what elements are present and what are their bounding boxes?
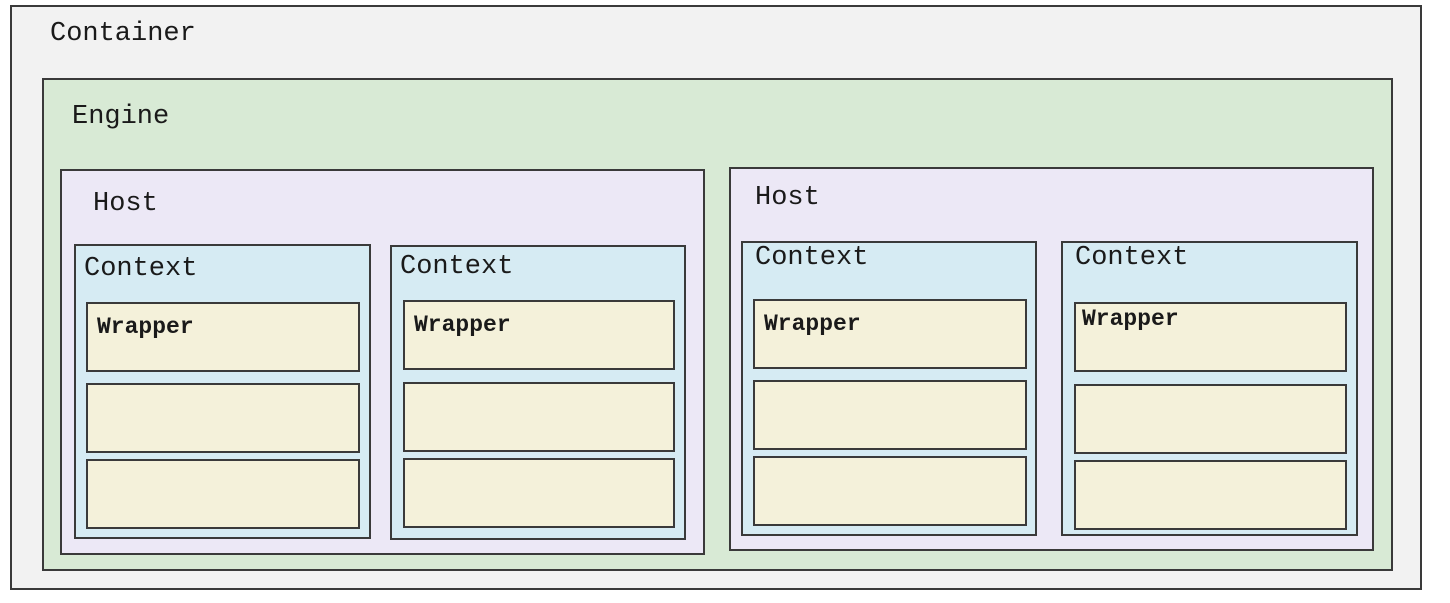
engine-box: Engine Host Context Wrapper Context Wrap… [42, 78, 1393, 571]
wrapper-box-2-1-3 [753, 456, 1027, 526]
wrapper-box-1-1-3 [86, 459, 360, 529]
wrapper-box-1-2-2 [403, 382, 675, 452]
wrapper-label-2-1-1: Wrapper [764, 311, 861, 337]
context-box-2-1: Context Wrapper [741, 241, 1037, 536]
host-label-2: Host [755, 183, 820, 213]
context-label-1-2: Context [400, 252, 514, 282]
wrapper-box-2-2-1: Wrapper [1074, 302, 1347, 372]
context-box-1-2: Context Wrapper [390, 245, 686, 540]
wrapper-box-2-1-2 [753, 380, 1027, 450]
wrapper-box-2-2-2 [1074, 384, 1347, 454]
context-label-2-1: Context [755, 243, 869, 273]
wrapper-label-1-2-1: Wrapper [414, 312, 511, 338]
wrapper-box-1-1-2 [86, 383, 360, 453]
wrapper-box-1-2-1: Wrapper [403, 300, 675, 370]
wrapper-box-2-2-3 [1074, 460, 1347, 530]
wrapper-box-2-1-1: Wrapper [753, 299, 1027, 369]
wrapper-label-1-1-1: Wrapper [97, 314, 194, 340]
wrapper-box-1-2-3 [403, 458, 675, 528]
host-label-1: Host [93, 189, 158, 219]
engine-label: Engine [72, 102, 170, 132]
context-label-2-2: Context [1075, 243, 1189, 273]
host-box-2: Host Context Wrapper Context Wrapper [729, 167, 1374, 551]
context-box-1-1: Context Wrapper [74, 244, 371, 539]
context-label-1-1: Context [84, 254, 198, 284]
host-box-1: Host Context Wrapper Context Wrapper [60, 169, 705, 555]
wrapper-box-1-1-1: Wrapper [86, 302, 360, 372]
context-box-2-2: Context Wrapper [1061, 241, 1358, 536]
container-label: Container [50, 19, 196, 49]
wrapper-label-2-2-1: Wrapper [1082, 306, 1179, 332]
